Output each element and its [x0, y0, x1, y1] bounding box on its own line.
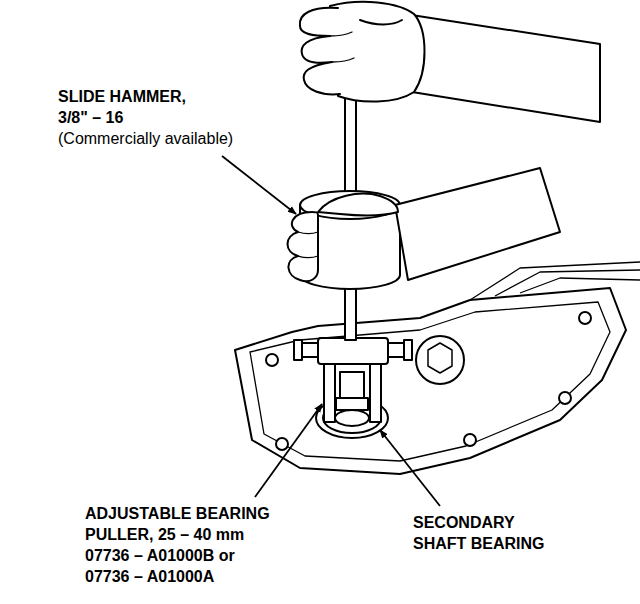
part-name: SECONDARY SHAFT BEARING	[413, 512, 553, 554]
lower-hand	[288, 168, 561, 281]
bolt-head	[404, 340, 412, 360]
thumb	[318, 194, 398, 216]
upper-hand	[300, 2, 600, 122]
bearing-puller	[294, 338, 412, 422]
bolt-hole	[464, 434, 476, 446]
leader-line	[380, 430, 440, 506]
leader-line	[222, 156, 296, 214]
finger-crease	[330, 32, 354, 62]
nut	[336, 398, 368, 410]
leader-line	[255, 404, 322, 497]
leader-lines	[222, 156, 440, 506]
forearm	[405, 14, 600, 122]
transmission-case	[235, 262, 640, 474]
bearing-inner-race	[335, 410, 369, 426]
hex-socket	[428, 343, 452, 373]
case-ribs	[470, 262, 640, 300]
finger-crease	[298, 232, 318, 258]
forearm	[395, 168, 560, 280]
fist	[330, 2, 425, 102]
fingers	[300, 8, 340, 95]
bolt-hole	[276, 438, 288, 450]
fingers	[288, 212, 319, 281]
gasket-line	[250, 302, 610, 461]
thumb	[360, 20, 402, 25]
bolt-head	[294, 340, 302, 360]
bolt-hole	[266, 354, 278, 366]
bolt-hole	[579, 312, 591, 324]
part-note: (Commercially available)	[58, 128, 278, 149]
bolt-hole	[559, 392, 571, 404]
puller-crossbar	[318, 338, 388, 364]
tool-name: ADJUSTABLE BEARING PULLER, 25 – 40 mm 07…	[85, 503, 277, 587]
mainshaft-bore	[416, 336, 464, 384]
part-name: SLIDE HAMMER, 3/8" – 16	[58, 86, 208, 128]
case-outline	[235, 288, 626, 474]
